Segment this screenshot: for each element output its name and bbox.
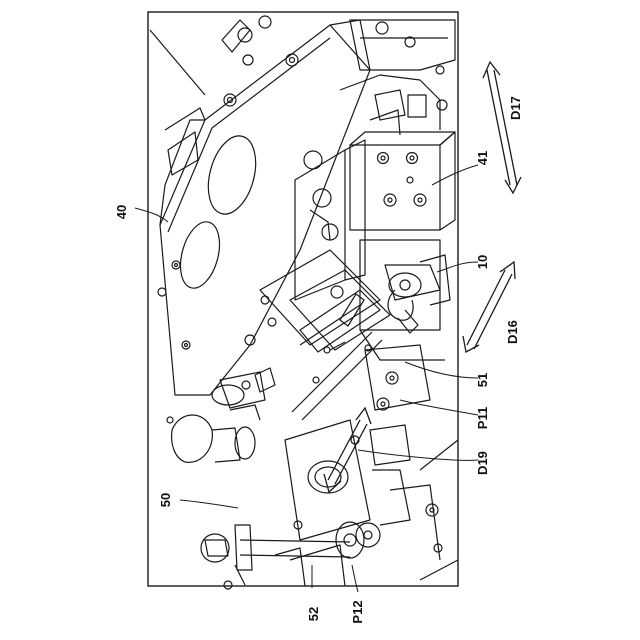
label-51: 51 <box>475 373 490 387</box>
arrow-d17 <box>483 62 521 193</box>
label-50: 50 <box>158 493 173 507</box>
label-40: 40 <box>114 205 129 219</box>
label-41: 41 <box>475 151 490 165</box>
label-p11: P11 <box>475 407 490 429</box>
label-p12: P12 <box>350 600 365 623</box>
label-d19: D19 <box>475 451 490 475</box>
label-d17: D17 <box>508 96 523 120</box>
label-52: 52 <box>306 607 321 621</box>
drawing-frame <box>148 12 458 586</box>
label-10: 10 <box>475 255 490 269</box>
mechanism-illustration <box>150 16 458 589</box>
label-d16: D16 <box>505 320 520 344</box>
